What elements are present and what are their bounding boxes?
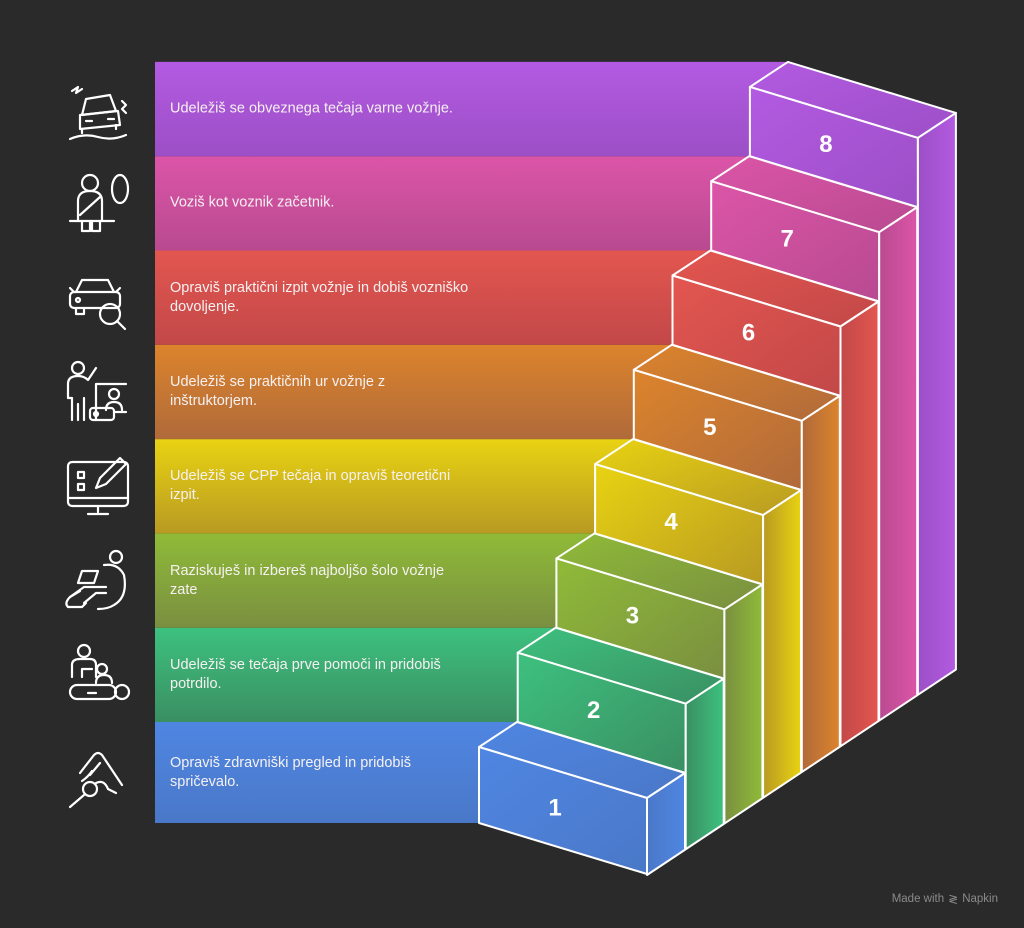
step-description: Udeležiš se praktičnih ur vožnje z inštr…	[170, 373, 386, 409]
instructor-car-icon	[60, 354, 136, 430]
step-description: Raziskuješ in izbereš najboljšo šolo vož…	[170, 562, 445, 598]
step-description: Udeležiš se CPP tečaja in opraviš teoret…	[170, 468, 451, 504]
step-band-1	[155, 722, 517, 823]
step-band-4	[155, 439, 634, 534]
step-description: Opraviš praktični izpit vožnje in dobiš …	[170, 279, 469, 315]
step-side-face	[762, 489, 803, 799]
step-band-7	[155, 156, 750, 251]
step-band-3	[155, 533, 595, 628]
skidding-car-icon	[60, 71, 136, 147]
step-band-6	[155, 250, 711, 345]
step-number: 2	[587, 697, 600, 724]
step-side-face	[684, 677, 725, 851]
online-test-icon	[60, 448, 136, 524]
step-side-face	[800, 394, 841, 774]
step-side-face	[878, 206, 919, 722]
research-laptop-icon	[60, 543, 136, 619]
made-with-label: Made with	[891, 893, 945, 905]
step-description: Udeležiš se tečaja prve pomoči in pridob…	[170, 656, 441, 692]
step-description: Voziš kot voznik začetnik.	[170, 194, 335, 211]
step-block-4: 4	[594, 438, 803, 799]
step-number: 5	[703, 414, 716, 441]
step-band-2	[155, 627, 556, 722]
step-band-5	[155, 344, 672, 440]
seatbelt-driver-icon	[60, 165, 136, 241]
step-number: 6	[742, 320, 755, 347]
step-block-2: 2	[516, 626, 725, 851]
step-number: 1	[548, 795, 561, 822]
step-block-3: 3	[555, 532, 764, 825]
step-side-face	[839, 300, 880, 748]
step-side-face	[916, 111, 957, 696]
car-inspection-icon	[60, 260, 136, 336]
step-side-face	[723, 583, 764, 825]
step-block-1: 1	[478, 721, 686, 876]
step-band-8	[155, 61, 788, 157]
napkin-logo-icon: ≷	[948, 892, 959, 906]
napkin-brand: Napkin	[962, 893, 998, 905]
step-description: Opraviš zdravniški pregled in pridobiš s…	[170, 754, 411, 790]
step-number: 8	[819, 131, 832, 158]
step-block-6: 6	[671, 249, 880, 748]
step-description: Udeležiš se obveznega tečaja varne vožnj…	[170, 100, 453, 117]
step-number: 3	[626, 603, 639, 630]
step-block-8: 8	[748, 60, 957, 696]
step-number: 7	[781, 225, 794, 252]
napkin-watermark: Made with ≷ Napkin	[892, 892, 998, 906]
medical-exam-icon	[60, 735, 136, 811]
step-number: 4	[664, 508, 678, 535]
step-side-face	[646, 772, 686, 876]
step-block-7: 7	[710, 155, 919, 722]
first-aid-icon	[60, 637, 136, 713]
